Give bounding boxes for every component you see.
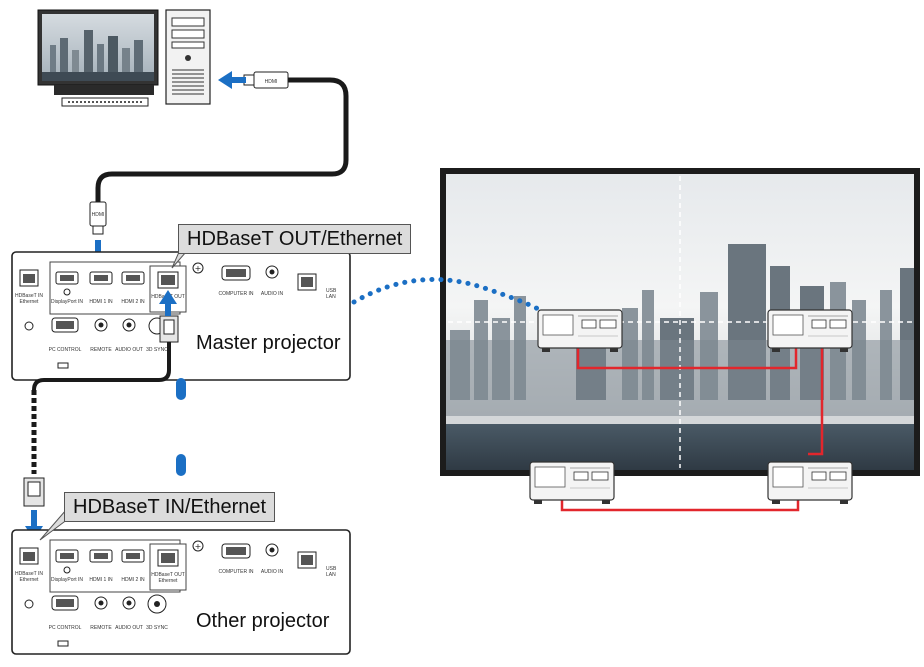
master-link-dots	[351, 276, 547, 315]
hdmi-plug-projector: HDMI	[89, 201, 107, 235]
monitor	[37, 9, 159, 107]
callout-hdbaset-in: HDBaseT IN/Ethernet	[64, 492, 276, 522]
ellipsis-dot-1	[176, 378, 186, 400]
svg-text:AUDIO OUT: AUDIO OUT	[115, 347, 143, 353]
svg-text:3D SYNC: 3D SYNC	[146, 347, 168, 353]
caption-master-projector: Master projector	[196, 332, 341, 354]
hdmi-plug-pc: HDMI	[243, 71, 289, 89]
svg-text:HDBaseT OUT: HDBaseT OUT	[151, 572, 185, 578]
desktop-pc	[165, 9, 211, 105]
lan-plug-master	[159, 315, 179, 343]
svg-text:+: +	[195, 542, 202, 551]
blue-arrow-from-hdbaset-out	[159, 290, 177, 316]
svg-text:LAN: LAN	[326, 294, 336, 300]
blue-arrow-to-pc	[218, 71, 246, 89]
svg-text:HDMI 1 IN: HDMI 1 IN	[89, 577, 113, 583]
other-projector-panel: HDBaseT IN Ethernet DisplayPort IN HDMI …	[11, 529, 351, 655]
svg-text:AUDIO IN: AUDIO IN	[261, 569, 284, 575]
svg-text:REMOTE: REMOTE	[90, 347, 112, 353]
svg-text:+: +	[195, 264, 202, 273]
projector-bottom-left	[529, 461, 615, 505]
svg-text:REMOTE: REMOTE	[90, 625, 112, 631]
svg-text:PC CONTROL: PC CONTROL	[49, 625, 82, 631]
svg-text:Ethernet: Ethernet	[159, 578, 179, 584]
caption-other-projector: Other projector	[196, 610, 330, 632]
svg-text:AUDIO IN: AUDIO IN	[261, 291, 284, 297]
svg-text:HDBaseT IN: HDBaseT IN	[15, 571, 43, 577]
projector-bottom-right	[767, 461, 853, 505]
svg-text:AUDIO OUT: AUDIO OUT	[115, 625, 143, 631]
svg-text:COMPUTER IN: COMPUTER IN	[219, 291, 254, 297]
svg-text:DisplayPort IN: DisplayPort IN	[51, 577, 83, 583]
svg-text:HDMI: HDMI	[92, 212, 105, 218]
svg-text:HDMI 2 IN: HDMI 2 IN	[121, 577, 145, 583]
hdmi-cable	[95, 77, 349, 206]
master-projector-panel: HDBaseT IN Ethernet DisplayPort IN HDMI …	[11, 251, 351, 381]
svg-text:USB: USB	[326, 566, 337, 572]
projector-top-right	[767, 309, 853, 353]
svg-text:DisplayPort IN: DisplayPort IN	[51, 299, 83, 305]
svg-text:Ethernet: Ethernet	[20, 299, 40, 305]
svg-text:Ethernet: Ethernet	[20, 577, 40, 583]
hdbaset-cable-top	[32, 342, 171, 391]
svg-text:LAN: LAN	[326, 572, 336, 578]
svg-text:PC CONTROL: PC CONTROL	[49, 347, 82, 353]
svg-text:USB: USB	[326, 288, 337, 294]
projector-top-left	[537, 309, 623, 353]
svg-text:HDMI 2 IN: HDMI 2 IN	[121, 299, 145, 305]
svg-text:HDMI 1 IN: HDMI 1 IN	[89, 299, 113, 305]
svg-text:3D SYNC: 3D SYNC	[146, 625, 168, 631]
svg-text:HDBaseT IN: HDBaseT IN	[15, 293, 43, 299]
lan-plug-other	[23, 477, 45, 507]
svg-text:COMPUTER IN: COMPUTER IN	[219, 569, 254, 575]
callout-hdbaset-out: HDBaseT OUT/Ethernet	[178, 224, 412, 254]
svg-text:HDMI: HDMI	[265, 79, 278, 85]
ellipsis-dot-2	[176, 454, 186, 476]
